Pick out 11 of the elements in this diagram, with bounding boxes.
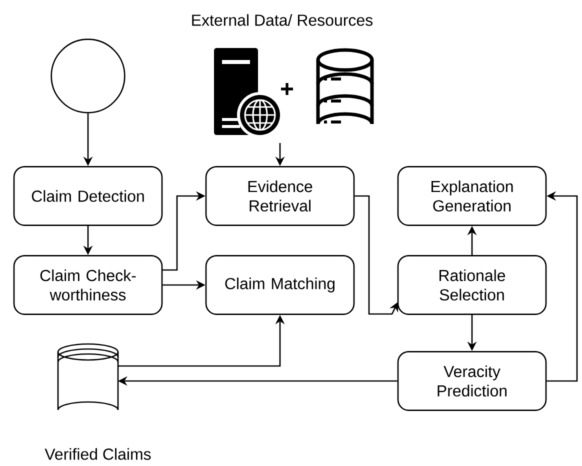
process-box: Evidence Retrieval — [205, 166, 355, 226]
process-box: Explanation Generation — [397, 166, 547, 226]
process-box: Claim Check-worthiness — [13, 255, 163, 315]
process-box: Claim Detection — [13, 166, 163, 226]
process-box: Rationale Selection — [397, 255, 547, 315]
circle — [50, 38, 126, 114]
process-box: Claim Matching — [205, 255, 355, 315]
node-title: Verified Claims — [44, 448, 151, 460]
process-box: Veracity Prediction — [397, 351, 547, 411]
node-title: External Data/ Resources — [192, 14, 373, 26]
arrow — [354, 195, 398, 315]
